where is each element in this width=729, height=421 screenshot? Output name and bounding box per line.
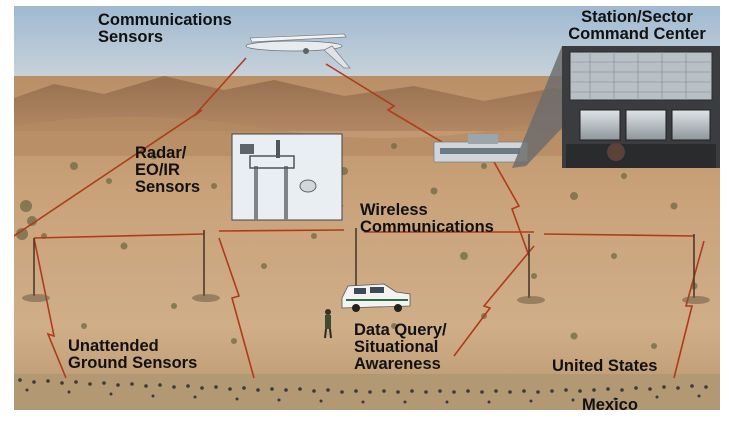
sensor-tower-icon: [231, 133, 343, 221]
link-ground-4: [543, 233, 695, 237]
wireless-links: [14, 57, 705, 379]
relay-poles: [33, 228, 695, 298]
border-surveillance-diagram: Communications Sensors Station/Sector Co…: [14, 6, 720, 410]
callout-shadow-command: [512, 46, 562, 168]
link-sensor-right: [673, 240, 705, 379]
label-communications-sensors: Communications Sensors: [98, 11, 232, 46]
field-agent-icon: [324, 309, 332, 339]
link-sensor-left: [33, 237, 67, 379]
link-vehicle: [453, 245, 535, 357]
scene-artwork: [14, 6, 720, 410]
label-data-query: Data Query/ Situational Awareness: [354, 321, 447, 373]
border-strip: [14, 374, 720, 410]
link-ground-1: [33, 233, 205, 239]
monitor-console-icon: [562, 46, 720, 168]
border-fence: [18, 378, 708, 404]
link-drone-building: [325, 63, 453, 149]
link-sensor-mid: [218, 237, 255, 379]
link-drone-left: [14, 57, 247, 237]
label-united-states: United States: [552, 357, 658, 375]
label-wireless-communications: Wireless Communications: [360, 201, 494, 236]
patrol-vehicle-icon: [341, 283, 411, 312]
label-mexico: Mexico: [582, 396, 638, 411]
label-command-center: Station/Sector Command Center: [568, 8, 706, 43]
link-building-down: [493, 161, 530, 257]
uav-drone-icon: [245, 33, 351, 69]
link-ground-2: [218, 229, 345, 232]
label-unattended-ground-sensors: Unattended Ground Sensors: [68, 337, 198, 372]
label-radar-sensors: Radar/ EO/IR Sensors: [135, 144, 201, 196]
